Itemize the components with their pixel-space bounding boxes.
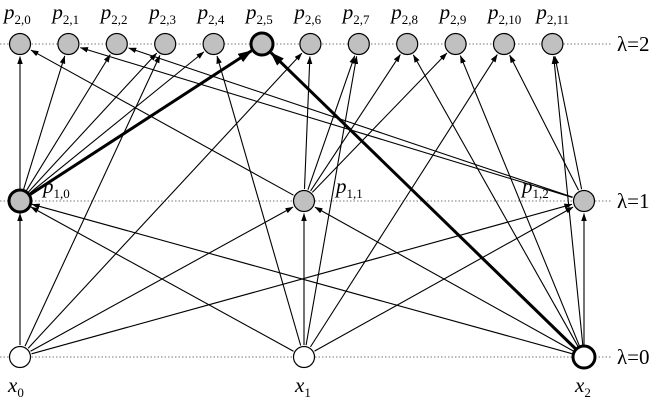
node-label-p23: p2,3 [147, 0, 176, 27]
edge-p11-to-p20 [30, 49, 294, 196]
node-p21 [57, 32, 80, 56]
edge-p12-to-p21 [79, 47, 573, 199]
node-p24 [202, 32, 225, 56]
level-label-2: λ=2 [617, 32, 650, 56]
edge-x2-to-p28 [412, 54, 579, 347]
edge-p12-to-p22 [128, 47, 573, 198]
node-p29 [444, 32, 467, 56]
edge-p12-to-p211 [553, 55, 583, 190]
edge-p10-to-p21 [23, 55, 66, 190]
node-label-p20: p2,0 [2, 0, 31, 27]
node-label-p21: p2,1 [50, 0, 79, 27]
node-label-p22: p2,2 [99, 0, 128, 27]
edges [17, 47, 587, 355]
edge-p10-to-p22 [25, 54, 111, 192]
node-label-p29: p2,9 [438, 0, 467, 27]
edge-x0-to-p23 [24, 54, 161, 347]
edge-p11-to-p26 [303, 56, 313, 190]
edge-p12-to-p210 [509, 54, 580, 191]
node-p28 [396, 32, 419, 56]
node-x0 [8, 345, 32, 369]
nodes [7, 31, 597, 370]
node-p25 [249, 31, 275, 57]
edge-x2-to-p29 [459, 55, 580, 347]
edge-x1-to-p210 [309, 54, 498, 348]
edge-x2-to-p211 [551, 56, 584, 346]
node-p23 [154, 32, 177, 56]
edge-p10-to-p23 [27, 52, 158, 193]
edge-x2-to-p25 [269, 51, 577, 350]
node-label-p211: p2,11 [534, 0, 569, 27]
node-p20 [8, 32, 32, 56]
node-label-x0: x0 [7, 373, 24, 400]
node-label-p11: p1,1 [334, 174, 363, 201]
level-label-1: λ=1 [617, 189, 650, 213]
node-label-p10: p1,0 [41, 174, 70, 201]
edge-x1-to-p12 [314, 206, 574, 352]
edge-x0-to-p12 [31, 203, 573, 355]
edge-x0-to-p26 [27, 52, 303, 349]
node-p10 [7, 188, 33, 214]
edge-p11-to-p27 [307, 55, 356, 190]
level-label-0: λ=0 [617, 345, 650, 369]
node-label-p27: p2,7 [341, 0, 370, 27]
node-p210 [492, 32, 516, 56]
node-p27 [347, 32, 370, 56]
node-p211 [541, 32, 564, 56]
node-label-p24: p2,4 [196, 0, 225, 27]
node-label-p12: p1,2 [520, 174, 549, 201]
node-x2 [571, 344, 597, 370]
node-label-p28: p2,8 [389, 0, 418, 27]
node-x1 [292, 345, 316, 369]
node-p26 [299, 32, 322, 56]
edge-p11-to-p29 [311, 52, 448, 193]
edge-p10-to-p25 [29, 49, 253, 196]
edge-x0-to-p11 [30, 206, 294, 352]
node-p11 [292, 189, 316, 213]
node-label-p25: p2,5 [244, 0, 273, 27]
edge-x1-to-p24 [216, 55, 302, 346]
node-label-x1: x1 [294, 373, 311, 400]
edge-p11-to-p28 [310, 54, 401, 192]
node-p12 [572, 189, 596, 213]
node-label-x2: x2 [574, 373, 591, 400]
node-label-p26: p2,6 [292, 0, 321, 27]
edge-p10-to-p24 [28, 51, 205, 194]
edge-x1-to-p27 [305, 55, 359, 346]
node-p22 [105, 32, 128, 56]
node-label-p210: p2,10 [486, 0, 521, 27]
